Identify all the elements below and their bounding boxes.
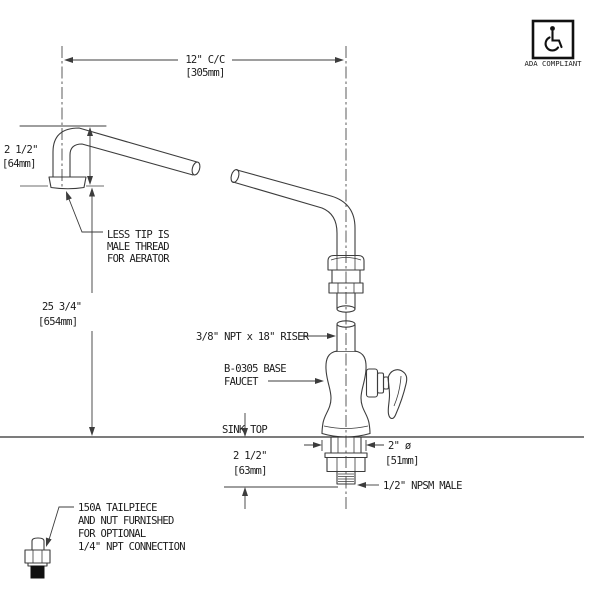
ada-label: ADA COMPLIANT (524, 59, 582, 68)
riser-label: 3/8" NPT x 18" RISER (196, 331, 310, 343)
aerator-note-line1: LESS TIP IS (107, 229, 169, 241)
faucet-body (321, 350, 408, 438)
thread-lines (338, 473, 354, 482)
handle-lever (387, 369, 408, 419)
dim-dia-value: 2" ø (388, 440, 412, 452)
bonnet (365, 368, 379, 398)
spout-outer-edge-right (236, 169, 356, 257)
spout-inner-edge-right (232, 181, 338, 257)
dim-cc-value: 12" C/C (185, 54, 225, 66)
threaded-shank (336, 470, 356, 485)
dim-cc-metric: [305mm] (185, 67, 224, 79)
callout-base-faucet: B-0305 BASE FAUCET (224, 363, 324, 388)
tailpiece-figure (24, 537, 51, 579)
ada-compliance-mark: ADA COMPLIANT (524, 19, 582, 68)
coupling-hex-nut (328, 282, 364, 294)
dim-shank-metric: [63mm] (233, 465, 267, 477)
dim-spout-drop: 2 1/2" [64mm] (2, 127, 93, 185)
spout-right-view (230, 169, 356, 257)
dim-drop-value: 2 1/2" (4, 144, 38, 156)
spout-left-view (19, 125, 201, 190)
pipe-break-upper-end (336, 320, 356, 328)
dim-overall-height: 25 3/4" [654mm] (38, 187, 95, 436)
dim-shank-length: 2 1/2" [63mm] (224, 413, 338, 509)
dim-drop-metric: [64mm] (2, 158, 36, 170)
base-label-line2: FAUCET (224, 376, 259, 388)
base-bell-joint (323, 425, 369, 429)
riser-lower-pipe (336, 324, 356, 352)
riser-upper-pipe (336, 292, 356, 310)
dim-dia-metric: [51mm] (385, 455, 419, 467)
riser-pipe (336, 320, 356, 352)
base-label-line1: B-0305 BASE (224, 363, 286, 375)
npsm-label: 1/2" NPSM MALE (383, 480, 462, 492)
dim-shank-value: 2 1/2" (233, 450, 267, 462)
callout-riser: 3/8" NPT x 18" RISER (196, 331, 336, 343)
swivel-coupling (327, 254, 365, 313)
callout-npsm: 1/2" NPSM MALE (357, 480, 463, 492)
mounting-shank (324, 436, 368, 485)
callout-tailpiece: 150A TAILPIECE AND NUT FURNISHED FOR OPT… (45, 502, 186, 553)
handle-inner-line (393, 375, 402, 407)
tailpiece-note-line2: AND NUT FURNISHED (78, 515, 174, 527)
dim-center-to-center: 12" C/C [305mm] (64, 54, 344, 79)
body-right-profile (354, 350, 371, 435)
spout-outer-edge (52, 127, 198, 178)
spout-inner-edge (69, 143, 194, 178)
aerator-note-line2: MALE THREAD (107, 241, 169, 253)
tailpiece-note-line3: FOR OPTIONAL (78, 528, 146, 540)
spout-break-end (191, 161, 201, 176)
bonnet-collar (376, 372, 385, 394)
dim-height-metric: [654mm] (38, 316, 77, 328)
locknut (326, 456, 366, 473)
tailpiece-nut (24, 549, 51, 564)
tailpiece-note-line4: 1/4" NPT CONNECTION (78, 541, 185, 553)
tailpiece-note-line1: 150A TAILPIECE (78, 502, 157, 514)
aerator-tip-flange (48, 176, 87, 190)
dim-flange-diameter: 2" ø [51mm] (304, 440, 419, 467)
pipe-break-lower-end (336, 305, 356, 313)
tailpiece-threaded-end (30, 565, 45, 579)
aerator-note-line3: FOR AERATOR (107, 253, 170, 265)
swivel-nut (327, 254, 365, 271)
dim-height-value: 25 3/4" (42, 301, 81, 313)
ada-wheelchair-icon (544, 26, 563, 52)
body-left-profile (321, 350, 338, 435)
tailpiece-tube (31, 537, 45, 551)
callout-aerator: LESS TIP IS MALE THREAD FOR AERATOR (66, 191, 171, 265)
centerlines (61, 46, 347, 510)
